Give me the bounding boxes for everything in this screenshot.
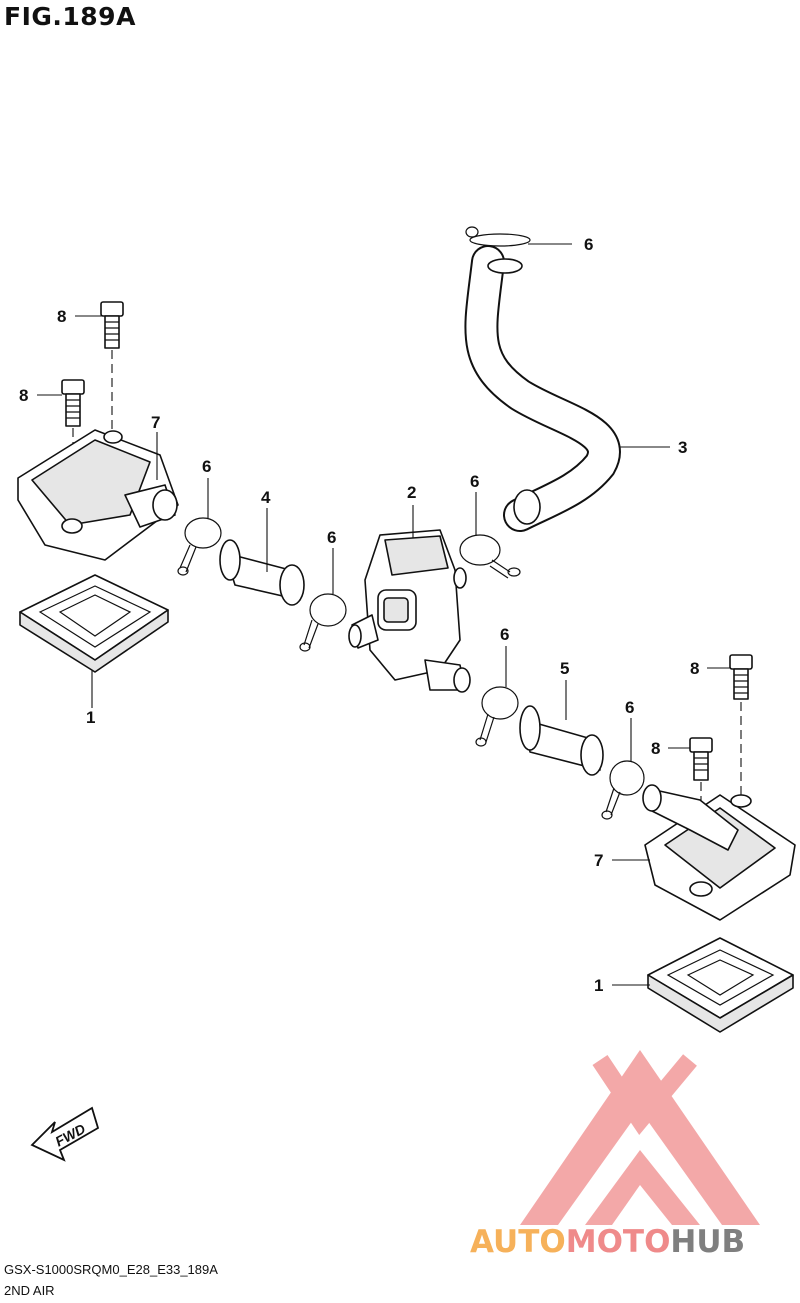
callout-8-lower-left: 8 (19, 386, 28, 405)
watermark-hub: HUB (670, 1224, 745, 1260)
callout-6-valve-right: 6 (470, 472, 479, 491)
callout-8-upper-left: 8 (57, 307, 66, 326)
part-bolt-8-lower-right (689, 737, 713, 781)
part-hose-clamp-6-b (299, 593, 347, 652)
callout-4: 4 (261, 488, 271, 507)
part-solenoid-valve-2 (348, 529, 471, 693)
watermark-auto: AUTO (470, 1224, 566, 1260)
callout-6-left: 6 (202, 457, 211, 476)
callout-3: 3 (678, 438, 687, 457)
callout-7-left: 7 (151, 413, 160, 432)
part-valve-cover-7-left (17, 429, 179, 561)
callout-1-right: 1 (594, 976, 603, 995)
part-hose-clamp-top (465, 226, 531, 247)
part-bolt-8-upper-left (100, 301, 124, 349)
figure-title: FIG.189A (4, 2, 136, 31)
automotohub-logo-icon (520, 1050, 760, 1225)
callout-2: 2 (407, 483, 416, 502)
callout-5: 5 (560, 659, 569, 678)
part-bolt-8-upper-right (729, 654, 753, 700)
section-name: 2ND AIR (4, 1283, 55, 1298)
watermark-brand: AUTOMOTOHUB (470, 1224, 745, 1260)
callout-6-lower: 6 (500, 625, 509, 644)
part-hose-clamp-6-d (475, 686, 519, 747)
model-code: GSX-S1000SRQM0_E28_E33_189A (4, 1262, 218, 1277)
callout-1-left: 1 (86, 708, 95, 727)
part-reed-plate-1-left (19, 574, 169, 673)
callout-6-mid: 6 (327, 528, 336, 547)
part-hose-clamp-6-c (459, 534, 521, 579)
part-hose-clamp-6-e (601, 760, 645, 820)
callout-6-top: 6 (584, 235, 593, 254)
watermark-moto: MOTO (566, 1224, 671, 1260)
callout-8-upper-right: 8 (690, 659, 699, 678)
callout-7-right: 7 (594, 851, 603, 870)
part-bolt-8-lower-left (61, 379, 85, 427)
part-reed-plate-1-right (647, 937, 794, 1033)
leader-lines (37, 243, 730, 986)
fwd-arrow-icon: FWD (30, 1106, 100, 1162)
callout-6-right: 6 (625, 698, 634, 717)
part-hose-3 (464, 245, 621, 532)
part-hose-5 (519, 705, 604, 776)
part-hose-4 (219, 539, 305, 606)
part-valve-cover-7-right (642, 784, 796, 921)
part-hose-clamp-6-a (177, 517, 222, 576)
callout-8-lower-right: 8 (651, 739, 660, 758)
